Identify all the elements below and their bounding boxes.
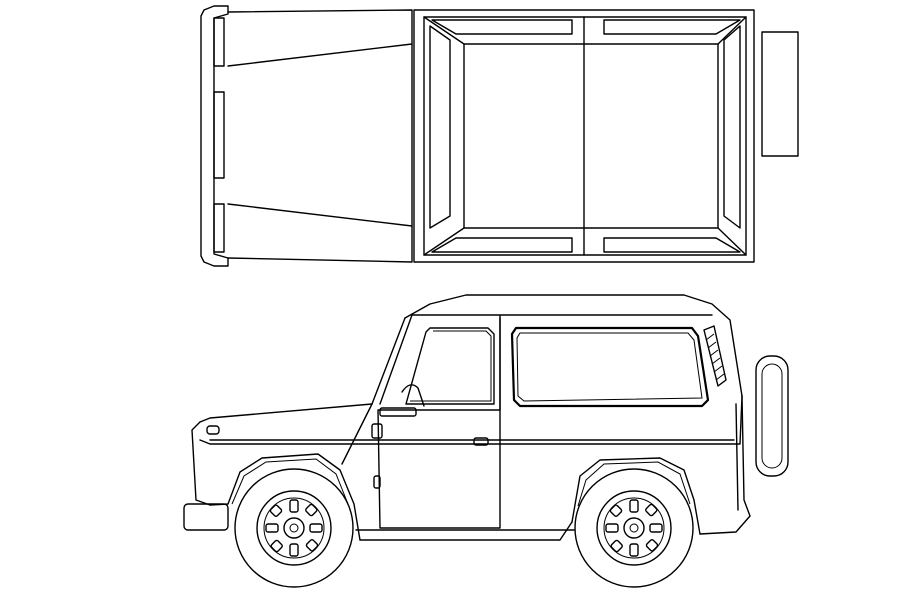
side-hood: [199, 403, 373, 423]
rear-hub: [623, 517, 645, 539]
top-view: [200, 5, 799, 267]
front-hub-center: [289, 523, 299, 533]
side-front-fender: [209, 453, 361, 541]
front-tire: [234, 468, 354, 588]
top-diag-1: [423, 16, 465, 45]
top-roof-panel: [463, 43, 719, 229]
top-hood-line-lower: [227, 203, 413, 227]
side-steering-wheel: [401, 384, 425, 407]
top-window-bottom-right: [603, 237, 741, 253]
top-front-bumper: [200, 5, 229, 267]
rear-rim-outer: [596, 490, 672, 566]
rear-rim-inner: [603, 497, 665, 559]
side-rear-body: [699, 395, 751, 535]
side-rear-edge: [735, 403, 739, 511]
side-spare-wheel-inner: [761, 363, 783, 469]
front-rim-slots: [265, 499, 323, 557]
rear-wheel: [574, 468, 694, 588]
side-front-bumper: [183, 503, 229, 531]
top-roof-inner: [423, 16, 747, 256]
side-view: [183, 294, 789, 588]
top-hood-line-upper: [227, 43, 413, 67]
side-front-fender-inner: [231, 458, 349, 505]
side-body-marker: [473, 437, 489, 446]
side-roof: [404, 294, 743, 397]
top-window-bottom-left: [431, 237, 573, 253]
side-body-lower: [199, 395, 743, 445]
top-diag-4: [717, 227, 747, 256]
side-rear-vent: [703, 325, 727, 387]
top-window-rear-right: [723, 25, 741, 229]
side-door-window: [405, 327, 495, 405]
top-bumper-pad-mid: [213, 91, 225, 179]
top-bumper-pad-lower: [213, 203, 225, 253]
side-headlight: [206, 425, 220, 435]
side-rear-window: [510, 326, 710, 408]
side-door: [377, 317, 501, 529]
side-body-bottom: [359, 521, 573, 541]
side-a-pillar: [341, 317, 406, 465]
top-hood: [227, 9, 413, 263]
rear-tire: [574, 468, 694, 588]
side-front-fascia: [191, 421, 211, 506]
top-spare-wheel: [761, 31, 799, 157]
top-window-top-right: [603, 19, 741, 35]
side-rear-window-inner: [516, 332, 703, 402]
top-body-outline: [413, 9, 755, 263]
side-rear-fender: [571, 457, 701, 535]
top-window-top-left: [431, 19, 573, 35]
side-a-pillar-inner: [379, 314, 413, 405]
rear-rim-slots: [605, 499, 663, 557]
front-rim-outer: [256, 490, 332, 566]
side-mirror: [371, 423, 383, 439]
top-window-front-left: [429, 25, 451, 229]
top-diag-3: [423, 227, 465, 256]
side-door-handle: [373, 475, 381, 489]
front-rim-inner: [263, 497, 325, 559]
front-wheel: [234, 468, 354, 588]
side-spare-wheel: [755, 355, 789, 477]
side-door-window-inner: [410, 330, 492, 402]
side-rear-vent-hatch: [705, 333, 725, 381]
top-diag-2: [717, 16, 747, 45]
top-bumper-pad-upper: [213, 17, 225, 67]
front-hub: [283, 517, 305, 539]
rear-hub-center: [629, 523, 639, 533]
side-rear-fender-inner: [577, 461, 691, 507]
side-dash-vent: [379, 407, 417, 417]
